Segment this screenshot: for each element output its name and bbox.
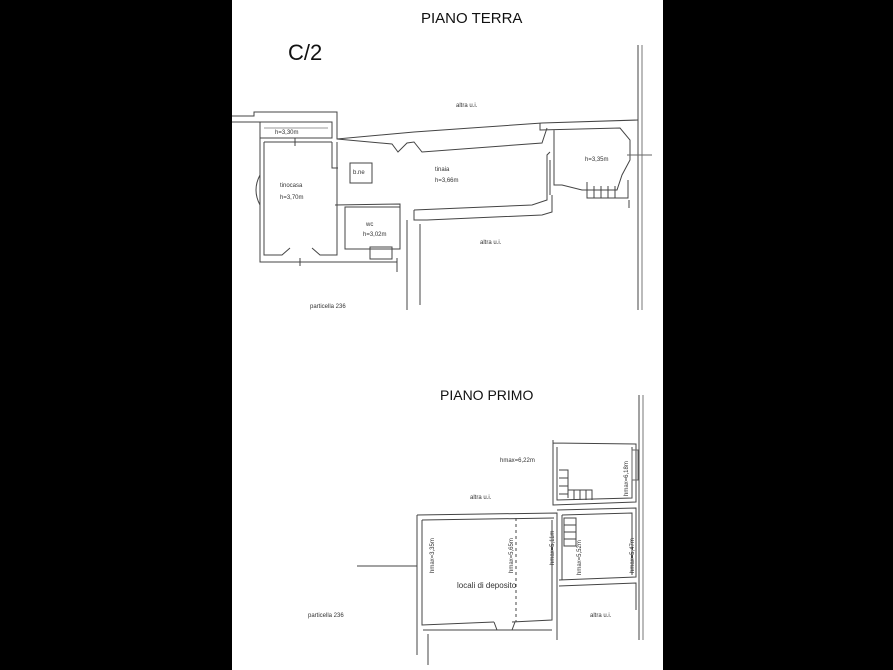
- label-tinaia: tinaia: [435, 167, 450, 173]
- label-room4-height: h=3,35m: [585, 157, 609, 163]
- floor-plan-sheet: PIANO TERRA C/2 altra u.i. h=3,30m tinoc…: [232, 0, 663, 670]
- label-room1-height: h=3,30m: [275, 130, 299, 136]
- label-hmax-small: hmax=5,52m: [577, 540, 583, 575]
- floor-plan-drawing: [232, 45, 652, 665]
- first-floor-title: PIANO PRIMO: [440, 387, 534, 403]
- label-wc: wc: [366, 222, 374, 228]
- first-floor-walls: [357, 395, 644, 665]
- label-box: b.ne: [353, 170, 365, 176]
- label-particella-ground: particella 236: [310, 304, 346, 310]
- label-particella-first: particella 236: [308, 613, 344, 619]
- ground-floor-title: PIANO TERRA: [421, 10, 523, 27]
- label-hmax-left: hmax=3,35m: [430, 538, 436, 573]
- label-tinaia-height: h=3,66m: [435, 178, 459, 184]
- label-hmax-upper: hmax=6,22m: [500, 458, 535, 464]
- label-locali-deposito: locali di deposito: [457, 581, 517, 590]
- label-tinocasa-height: h=3,70m: [280, 195, 304, 201]
- sheet-code: C/2: [288, 40, 323, 65]
- label-altra-ui-left: altra u.i.: [470, 495, 492, 501]
- label-tinocasa: tinocasa: [280, 183, 303, 189]
- ground-floor-walls: [232, 45, 652, 310]
- label-altra-ui-top: altra u.i.: [456, 103, 478, 109]
- label-altra-ui-mid: altra u.i.: [480, 240, 502, 246]
- label-wc-height: h=3,02m: [363, 232, 387, 238]
- label-hmax-center: hmax=5,65m: [509, 538, 515, 573]
- label-hmax-right-bottom: hmax=5,47m: [630, 538, 636, 573]
- label-altra-ui-right: altra u.i.: [590, 613, 612, 619]
- label-hmax-right-top: hmax=6,18m: [624, 461, 630, 496]
- label-hmax-mid: hmax=5,11m: [550, 530, 556, 565]
